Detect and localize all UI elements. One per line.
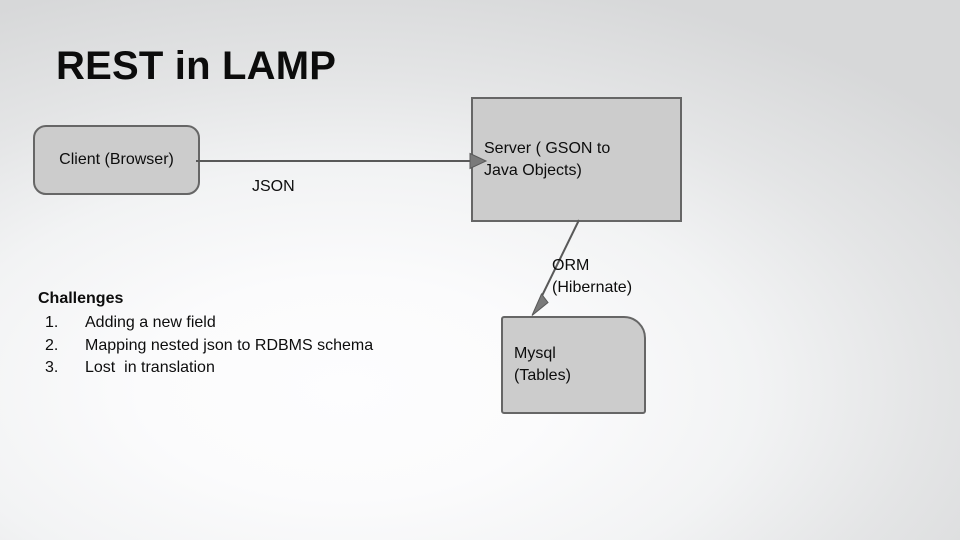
node-mysql-label: Mysql (Tables): [514, 345, 571, 384]
list-item-number: 2.: [45, 336, 59, 354]
connector-server-to-mysql: [531, 219, 580, 316]
list-item: 1. Adding a new field: [38, 312, 458, 335]
list-item-number: 3.: [45, 359, 59, 376]
node-server-label: Server ( GSON to Java Objects): [484, 139, 611, 179]
edge-label-json: JSON: [252, 178, 295, 195]
page-title: REST in LAMP: [56, 44, 337, 88]
list-item-text: Lost in translation: [85, 359, 215, 376]
node-client-label: Client (Browser): [59, 151, 174, 168]
node-mysql[interactable]: Mysql (Tables): [501, 316, 646, 414]
list-item: 2. Mapping nested json to RDBMS schema: [38, 335, 458, 358]
list-item-text: Mapping nested json to RDBMS schema: [85, 336, 374, 354]
challenges-list: 1. Adding a new field 2. Mapping nested …: [38, 312, 458, 380]
list-item-text: Adding a new field: [85, 314, 216, 331]
connector-client-to-server: [196, 152, 488, 170]
node-server[interactable]: Server ( GSON to Java Objects): [471, 97, 682, 222]
edge-label-orm: ORM (Hibernate): [552, 257, 633, 296]
list-item-number: 1.: [45, 314, 59, 331]
node-client[interactable]: Client (Browser): [33, 125, 200, 195]
challenges-block: Challenges 1. Adding a new field 2. Mapp…: [38, 288, 458, 380]
list-item: 3. Lost in translation: [38, 357, 458, 380]
challenges-heading: Challenges: [38, 290, 124, 307]
